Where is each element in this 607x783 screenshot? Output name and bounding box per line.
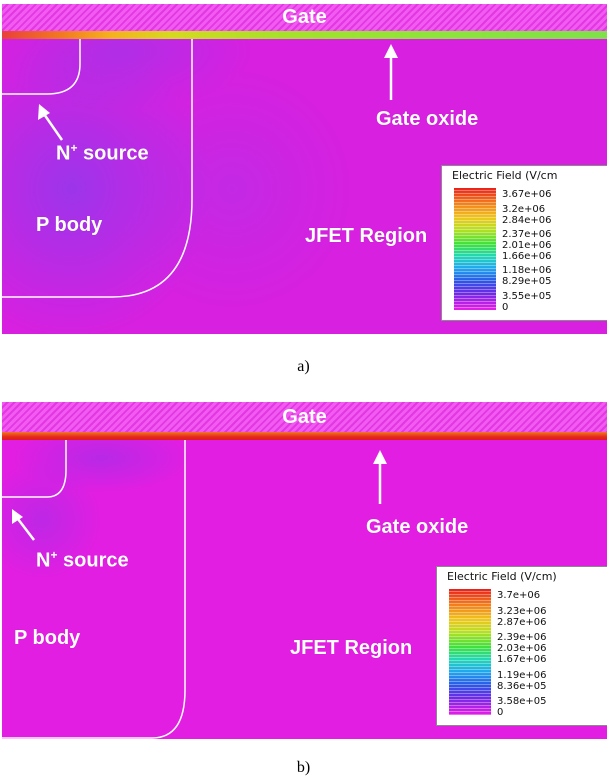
legend-tick: 3.55e+05 [502,291,552,302]
nplus-source-label: N+ source [56,141,149,165]
legend-tick: 0 [497,707,504,718]
legend-tick: 8.36e+05 [497,681,547,692]
legend-tick: 3.58e+05 [497,696,547,707]
field-legend: Electric Field (V/cm) 3.7e+06 3.23e+06 2… [436,566,607,726]
nplus-arrow [38,104,64,141]
pbody-boundary [2,440,186,739]
jfet-region-label: JFET Region [305,225,428,247]
nplus-boundary [2,39,81,95]
caption-a: a) [297,358,310,375]
caption-b: b) [296,759,311,776]
legend-tick: 2.37e+06 [502,229,552,240]
doping-boundaries [2,440,186,739]
legend-tick: 1.67e+06 [497,654,547,665]
legend-tick: 3.7e+06 [497,590,541,601]
gate-label: Gate [282,6,327,28]
jfet-region-label: JFET Region [290,637,413,659]
legend-tick: 3.67e+06 [502,189,552,200]
legend-tick: 2.87e+06 [497,617,547,628]
legend-tick: 1.66e+06 [502,251,552,262]
nplus-source-label: N+ source [36,548,129,572]
gate-oxide-arrow [384,44,398,100]
panel-a: Gate Gate oxide N+ source P body JFET Re… [2,4,607,334]
gate-oxide-layer [2,432,607,440]
legend-colorbar [454,188,496,310]
doping-boundaries [2,39,193,298]
gate-region: Gate [2,4,607,31]
legend-tick: 2.84e+06 [502,215,552,226]
legend-title: Electric Field (V/cm [452,169,558,182]
legend-tick: 8.29e+05 [502,276,552,287]
gate-oxide-arrow [373,450,387,504]
gate-oxide-layer [2,31,607,39]
gate-label: Gate [282,406,327,428]
legend-tick: 2.03e+06 [497,643,547,654]
legend-tick: 2.01e+06 [502,240,552,251]
legend-tick: 2.39e+06 [497,632,547,643]
gate-region: Gate [2,402,607,432]
pbody-boundary [2,39,193,298]
field-legend: Electric Field (V/cm 3.67e+06 3.2e+06 2.… [441,165,607,321]
substrate-field [2,39,607,334]
legend-tick: 3.23e+06 [497,606,547,617]
legend-title: Electric Field (V/cm) [447,570,557,583]
panel-b: Gate Gate oxide N+ source P body JFET Re… [2,402,607,739]
legend-tick: 0 [502,302,509,313]
legend-tick: 1.18e+06 [502,265,552,276]
legend-tick: 3.2e+06 [502,204,546,215]
legend-colorbar [449,589,491,715]
nplus-arrow [12,509,35,541]
gate-oxide-label: Gate oxide [376,108,479,130]
nplus-boundary [2,440,67,498]
gate-oxide-label: Gate oxide [366,516,469,538]
legend-tick: 1.19e+06 [497,670,547,681]
pbody-label: P body [14,627,81,649]
pbody-label: P body [36,214,103,236]
